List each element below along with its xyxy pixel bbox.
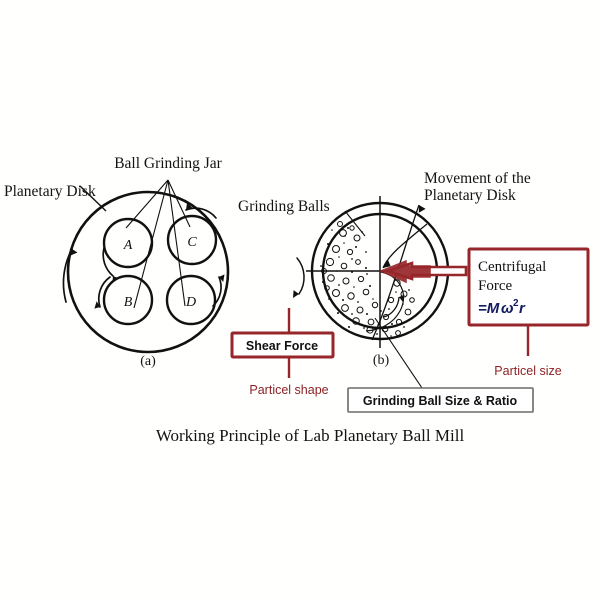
inner-swirl-arrow (383, 294, 405, 318)
ball-grinding-jar-label: Ball Grinding Jar (114, 155, 222, 172)
panel-a-sublabel: (a) (140, 354, 156, 369)
centrifugal-force-callout[interactable]: Centrifugal Force =M ω 2 r Particel size (467, 247, 590, 378)
centrifugal-force-label-line2: Force (478, 278, 512, 294)
disk-movement-arc (382, 223, 428, 269)
centrifugal-force-label-line1: Centrifugal (478, 259, 546, 275)
centrifugal-force-formula: =M ω 2 r (478, 298, 526, 317)
jar-label-c: C (187, 235, 197, 250)
formula-exponent: 2 (513, 298, 519, 309)
jar-label-a: A (123, 238, 133, 253)
grinding-jar-d (165, 274, 217, 326)
jar-label-b: B (124, 295, 133, 310)
formula-prefix: =M (478, 300, 500, 317)
formula-suffix: r (519, 300, 526, 317)
formula-omega: ω (501, 300, 514, 317)
planetary-disk-leader (79, 185, 107, 212)
shear-rotation-arrow (293, 257, 305, 298)
grinding-jar-b (102, 274, 154, 326)
particel-size-label: Particel size (494, 364, 561, 378)
panel-a: A C B D (4, 155, 230, 369)
grinding-ball-size-callout[interactable]: Grinding Ball Size & Ratio (347, 317, 534, 413)
grinding-jar-a (102, 217, 154, 269)
jar-label-d: D (185, 295, 196, 310)
shear-force-callout[interactable]: Shear Force Particel shape (230, 308, 335, 397)
grinding-jar-c (166, 214, 218, 266)
powder-speckle (320, 227, 410, 337)
planetary-disk-label: Planetary Disk (4, 183, 96, 200)
grinding-ball-size-box[interactable] (347, 387, 534, 413)
rotation-arrows-a (62, 203, 225, 309)
panel-b: Grinding Balls Movement of the Planetary… (238, 170, 531, 368)
grinding-balls-leader (344, 210, 366, 237)
particel-shape-label: Particel shape (249, 383, 328, 397)
shear-force-box[interactable] (230, 331, 335, 359)
movement-label-line1: Movement of the (424, 170, 531, 187)
shear-force-label: Shear Force (246, 339, 318, 353)
grinding-ball-size-leader (374, 317, 423, 389)
figure-caption: Working Principle of Lab Planetary Ball … (156, 426, 465, 445)
grinding-ball-size-label: Grinding Ball Size & Ratio (363, 394, 518, 408)
centrifugal-force-arrow (378, 259, 468, 284)
panel-b-sublabel: (b) (373, 353, 390, 368)
planetary-disk-outline-a (66, 190, 230, 354)
jar-leader-lines (125, 179, 191, 309)
grinding-balls-label: Grinding Balls (238, 198, 330, 215)
movement-label-line2: Planetary Disk (424, 187, 516, 204)
